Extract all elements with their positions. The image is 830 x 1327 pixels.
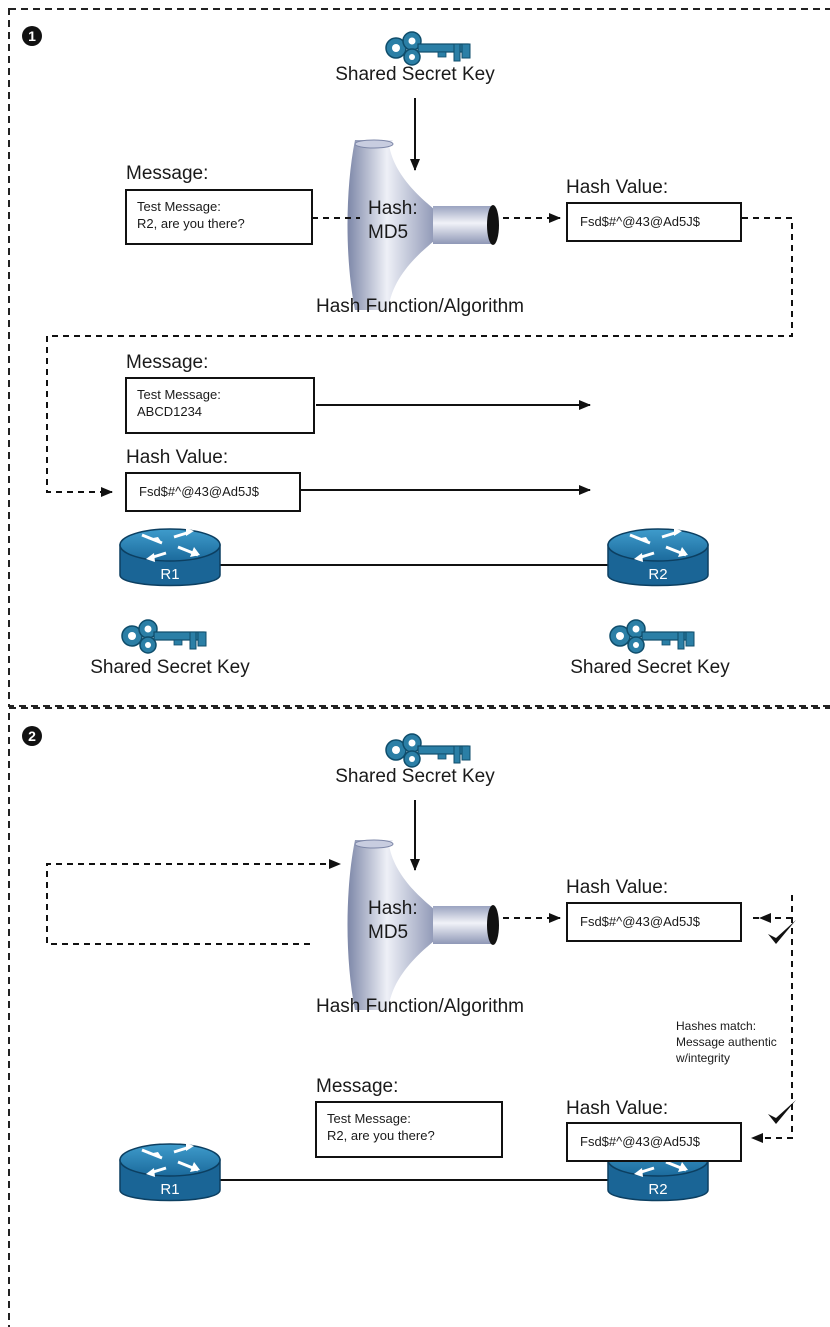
message-box-1: Test Message: R2, are you there? bbox=[125, 189, 313, 245]
top-key-icon-1 bbox=[385, 31, 471, 66]
router-r1-label-2: R1 bbox=[160, 1181, 180, 1198]
sent-hash-label: Hash Value: bbox=[126, 447, 229, 468]
hash-label-2: Hash: bbox=[368, 898, 418, 919]
step-badge-2: 2 bbox=[22, 726, 42, 746]
message-text-2: Test Message: R2, are you there? bbox=[327, 1111, 435, 1143]
message-text-1: Test Message: R2, are you there? bbox=[137, 199, 245, 231]
sent-hash-box: Fsd$#^@43@Ad5J$ bbox=[125, 472, 301, 512]
function-label-1: Hash Function/Algorithm bbox=[315, 296, 525, 317]
router-r2-label-2: R2 bbox=[648, 1181, 668, 1198]
hash-value-box-1: Fsd$#^@43@Ad5J$ bbox=[566, 202, 742, 242]
panel-1-border bbox=[8, 8, 830, 707]
received-hash-box: Fsd$#^@43@Ad5J$ bbox=[566, 1122, 742, 1162]
hash-algo-1: MD5 bbox=[368, 222, 409, 243]
sent-message-label: Message: bbox=[126, 352, 209, 373]
hash-algo-2: MD5 bbox=[368, 922, 409, 943]
hash-label-1: Hash: bbox=[368, 198, 418, 219]
top-key-label-2: Shared Secret Key bbox=[335, 766, 495, 787]
function-label-2: Hash Function/Algorithm bbox=[315, 996, 525, 1017]
top-key-icon-2 bbox=[385, 733, 471, 768]
hash-value-label-1: Hash Value: bbox=[566, 177, 669, 198]
router-r1-label-1: R1 bbox=[160, 566, 180, 583]
hash-value-box-2: Fsd$#^@43@Ad5J$ bbox=[566, 902, 742, 942]
hash-value-2: Fsd$#^@43@Ad5J$ bbox=[580, 914, 700, 929]
received-hash-value: Fsd$#^@43@Ad5J$ bbox=[580, 1134, 700, 1149]
message-label-2: Message: bbox=[316, 1076, 399, 1097]
router-r2-label-1: R2 bbox=[648, 566, 668, 583]
step-badge-1: 1 bbox=[22, 26, 42, 46]
message-box-2: Test Message: R2, are you there? bbox=[315, 1101, 503, 1158]
left-key-label-1: Shared Secret Key bbox=[90, 657, 250, 678]
left-key-icon-1 bbox=[121, 619, 207, 654]
sent-message-text: Test Message: ABCD1234 bbox=[137, 387, 221, 419]
sent-hash-value: Fsd$#^@43@Ad5J$ bbox=[139, 484, 259, 499]
right-key-icon-1 bbox=[609, 619, 695, 654]
right-key-label-1: Shared Secret Key bbox=[570, 657, 730, 678]
sent-message-box: Test Message: ABCD1234 bbox=[125, 377, 315, 434]
hash-value-1: Fsd$#^@43@Ad5J$ bbox=[580, 214, 700, 229]
hash-value-label-2: Hash Value: bbox=[566, 877, 669, 898]
panel-2-border bbox=[8, 707, 830, 1327]
received-hash-label: Hash Value: bbox=[566, 1098, 669, 1119]
match-note: Hashes match: Message authentic w/integr… bbox=[676, 1019, 777, 1065]
message-label-1: Message: bbox=[126, 163, 209, 184]
top-key-label-1: Shared Secret Key bbox=[335, 64, 495, 85]
